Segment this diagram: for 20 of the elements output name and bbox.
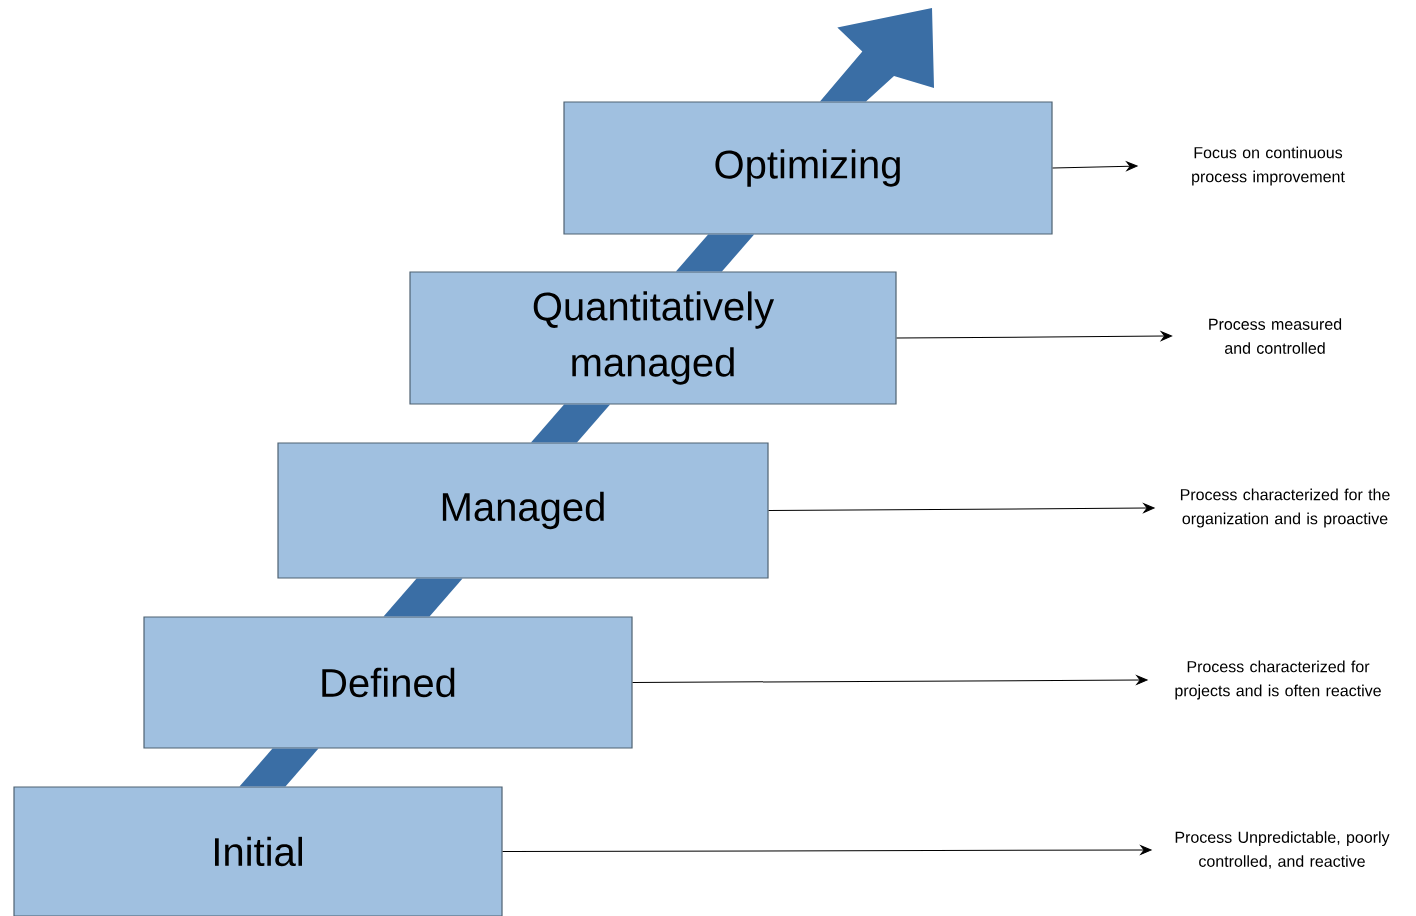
description-text: Process measured and controlled [1209, 318, 1342, 354]
level-box: Initial [13, 786, 503, 916]
level-box: Defined [143, 616, 633, 749]
staircase-arrow [239, 748, 319, 787]
level-box: Quantitatively managed [409, 271, 897, 405]
level-box: Managed [277, 442, 769, 579]
staircase-arrow [383, 578, 463, 617]
arrow [896, 331, 1173, 341]
staircase-arrow [531, 404, 611, 443]
staircase-arrow [819, 8, 934, 102]
description-text: Process characterized for the organization and is proactive [1180, 488, 1390, 528]
arrow [632, 675, 1148, 685]
level-box: Optimizing [563, 101, 1053, 235]
description-text: Process Unpredictable, poorly controlled, and reactive [1175, 831, 1390, 869]
description-text: Focus on continuous process improvement [1192, 146, 1345, 186]
arrow [768, 503, 1155, 513]
arrow [1052, 161, 1138, 172]
arrow [502, 845, 1152, 855]
staircase-arrow [675, 234, 755, 272]
description-text: Process characterized for projects and is often reactive [1175, 660, 1381, 700]
